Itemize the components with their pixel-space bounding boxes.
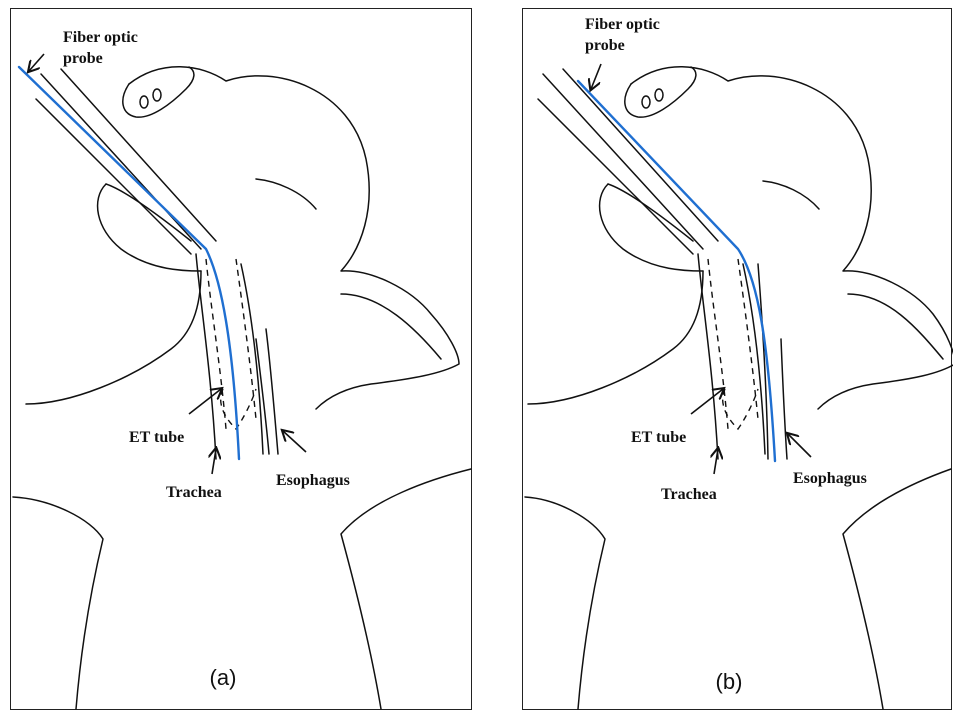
probe-label: Fiber optic <box>585 16 660 33</box>
scope-sheath <box>563 69 718 241</box>
panel-a: Fiber optic probe ET tube Trachea Esopha… <box>10 8 472 710</box>
esophagus-label: Esophagus <box>793 470 867 487</box>
diagram-b: Fiber optic probe ET tube Trachea Esopha… <box>523 9 953 711</box>
scope-sheath <box>36 99 191 254</box>
eye <box>256 179 316 209</box>
et-tube-wall <box>206 259 226 429</box>
ear <box>848 294 943 359</box>
et-tube-label: ET tube <box>631 429 686 446</box>
trachea-arrow <box>714 449 718 474</box>
shoulder-left <box>525 497 605 709</box>
probe-label: Fiber optic <box>63 29 138 46</box>
esophagus-wall <box>781 339 787 459</box>
probe-label: probe <box>585 37 625 54</box>
jaw-line <box>528 271 703 404</box>
shoulder-right <box>843 469 951 709</box>
probe-arrow <box>29 54 44 71</box>
esophagus-label: Esophagus <box>276 472 350 489</box>
ear <box>341 294 441 359</box>
nostril <box>153 89 161 101</box>
trachea-wall <box>698 254 718 459</box>
panel-b: Fiber optic probe ET tube Trachea Esopha… <box>522 8 952 710</box>
trachea-wall <box>743 264 765 454</box>
probe-arrow <box>591 64 601 89</box>
fiber-optic-probe <box>578 81 775 461</box>
shoulder-left <box>13 497 103 709</box>
eye <box>763 181 819 209</box>
trachea-wall <box>241 264 263 454</box>
et-tube-wall <box>708 259 728 429</box>
head-outline <box>631 67 953 409</box>
snout <box>625 67 696 117</box>
trachea-wall <box>196 254 216 459</box>
trachea-label: Trachea <box>166 484 222 501</box>
et-tube-arrow <box>691 389 723 414</box>
et-tube-arrow <box>189 389 221 414</box>
trachea-label: Trachea <box>661 486 717 503</box>
diagram-a: Fiber optic probe ET tube Trachea Esopha… <box>11 9 473 711</box>
scope-sheath <box>61 69 216 241</box>
snout <box>123 67 194 117</box>
nostril <box>140 96 148 108</box>
et-tube-label: ET tube <box>129 429 184 446</box>
esophagus-arrow <box>788 434 811 457</box>
nostril <box>655 89 663 101</box>
panel-caption: (b) <box>716 669 743 694</box>
nostril <box>642 96 650 108</box>
head-outline <box>129 67 459 409</box>
probe-label: probe <box>63 50 103 67</box>
trachea-arrow <box>212 449 216 474</box>
scope-sheath <box>543 74 703 249</box>
scope-sheath <box>41 74 201 249</box>
shoulder-right <box>341 469 471 709</box>
panel-caption: (a) <box>210 665 237 690</box>
jaw-line <box>26 271 201 404</box>
esophagus-arrow <box>283 431 306 452</box>
